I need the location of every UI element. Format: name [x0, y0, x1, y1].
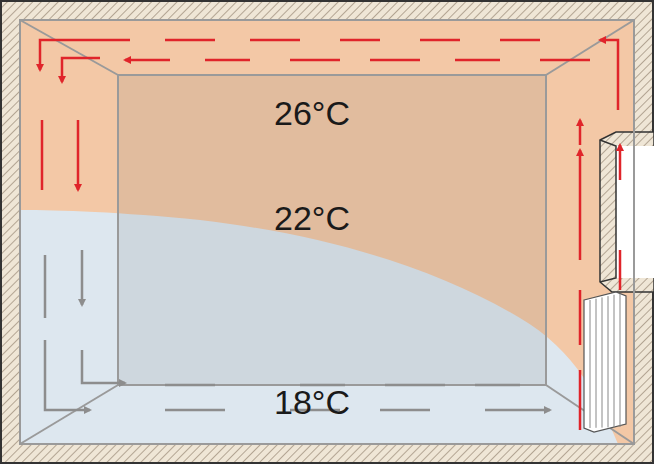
temperature-label: 22°C — [274, 201, 350, 235]
radiator-fin — [614, 295, 615, 427]
perspective-lines — [20, 20, 634, 444]
back-wall — [118, 75, 546, 385]
window-recess — [600, 132, 654, 292]
temperature-label: 18°C — [274, 385, 350, 419]
window-edge — [600, 140, 616, 282]
radiator-fin — [608, 296, 609, 427]
warm-air-arrows — [40, 40, 620, 430]
radiator-fin — [590, 300, 591, 428]
radiator-fin — [620, 294, 621, 428]
radiator-fin — [602, 297, 603, 427]
room-outline — [20, 20, 634, 444]
radiator-fin — [596, 299, 597, 428]
radiator — [584, 292, 626, 432]
warm-zone — [20, 20, 634, 444]
temperature-label: 26°C — [274, 96, 350, 130]
cold-zone — [20, 20, 634, 444]
